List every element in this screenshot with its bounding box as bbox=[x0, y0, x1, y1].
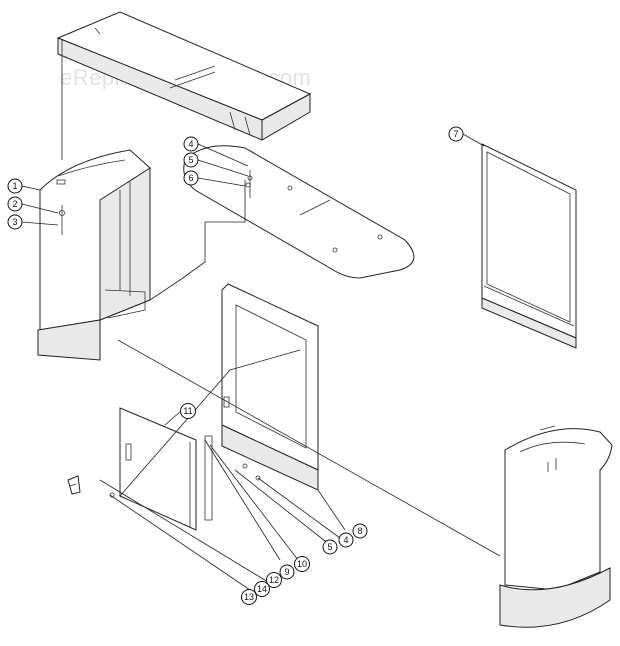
svg-text:5: 5 bbox=[327, 542, 332, 552]
callout-14: 14 bbox=[254, 581, 270, 597]
callout-7: 7 bbox=[448, 126, 464, 142]
right-side-panel bbox=[499, 425, 613, 628]
top-shelf-board bbox=[56, 11, 312, 141]
svg-text:3: 3 bbox=[12, 217, 17, 227]
middle-shelf bbox=[183, 145, 415, 279]
svg-text:8: 8 bbox=[357, 526, 362, 536]
callout-12: 12 bbox=[266, 572, 282, 588]
door-frame bbox=[221, 283, 319, 491]
callout-6: 6 bbox=[183, 170, 199, 186]
callout-9: 9 bbox=[279, 564, 295, 580]
hardware-pieces bbox=[59, 170, 261, 521]
callout-4-upper: 4 bbox=[183, 136, 199, 152]
svg-text:10: 10 bbox=[297, 559, 307, 569]
svg-text:4: 4 bbox=[188, 139, 193, 149]
assembly-lines bbox=[61, 40, 501, 591]
callout-3: 3 bbox=[7, 214, 23, 230]
callout-8: 8 bbox=[352, 523, 368, 539]
svg-text:9: 9 bbox=[284, 567, 289, 577]
svg-text:4: 4 bbox=[343, 535, 348, 545]
svg-text:14: 14 bbox=[257, 584, 267, 594]
svg-text:13: 13 bbox=[244, 592, 254, 602]
svg-text:11: 11 bbox=[183, 406, 192, 416]
callout-13: 13 bbox=[241, 589, 257, 605]
callout-5-lower: 5 bbox=[322, 539, 338, 555]
rear-glass-panel bbox=[481, 143, 577, 349]
callout-11: 11 bbox=[180, 403, 196, 419]
svg-text:1: 1 bbox=[12, 181, 17, 191]
svg-text:6: 6 bbox=[188, 173, 193, 183]
svg-text:7: 7 bbox=[453, 129, 458, 139]
svg-text:2: 2 bbox=[12, 199, 17, 209]
callout-1: 1 bbox=[7, 178, 23, 194]
svg-text:5: 5 bbox=[188, 155, 193, 165]
callout-leaders bbox=[21, 133, 485, 426]
callout-5-upper: 5 bbox=[183, 152, 199, 168]
svg-text:12: 12 bbox=[269, 575, 279, 585]
lower-door bbox=[119, 407, 197, 531]
hinge-bracket bbox=[67, 475, 81, 495]
callout-4-lower: 4 bbox=[338, 532, 354, 548]
left-side-panel bbox=[37, 149, 151, 361]
callout-10: 10 bbox=[294, 556, 310, 572]
callout-2: 2 bbox=[7, 196, 23, 212]
